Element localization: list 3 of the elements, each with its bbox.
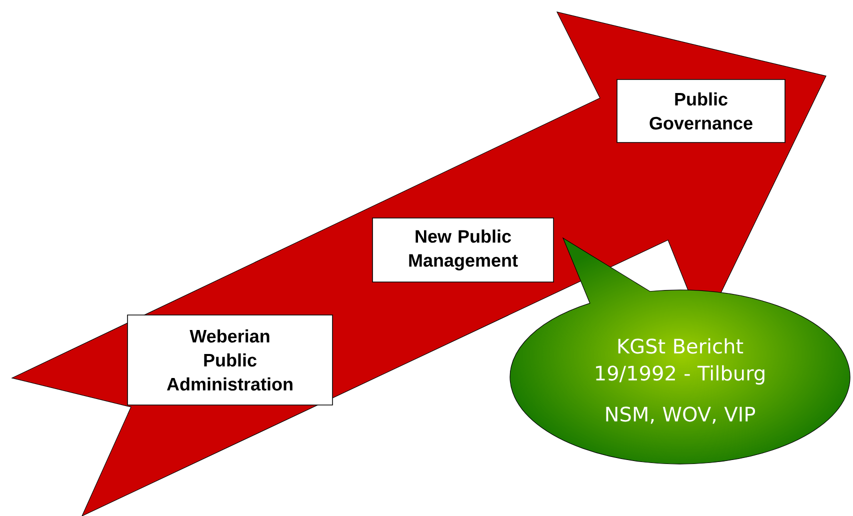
stage-box: New Public Management (372, 218, 554, 282)
stage-box: Public Governance (616, 79, 786, 143)
stage-box: Weberian Public Administration (127, 314, 333, 406)
